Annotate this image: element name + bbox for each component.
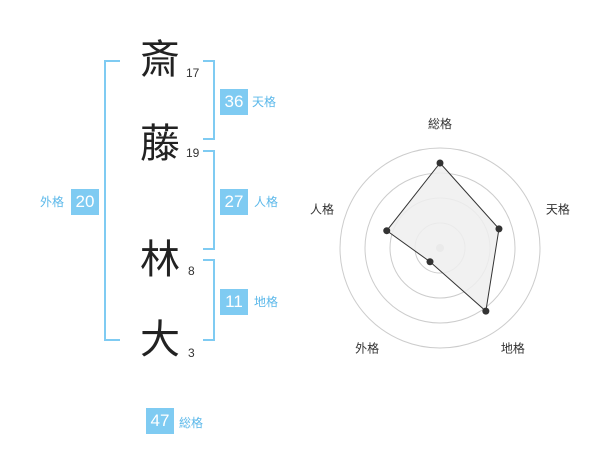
radar-ring-4 [339, 147, 541, 349]
radar-axis-label-4: 外格 [355, 340, 379, 355]
radar-series-area [386, 162, 500, 313]
stroke-count-4: 3 [188, 346, 195, 360]
radar-axis-label-1: 総格 [428, 116, 452, 131]
soukaku-value: 47 [146, 408, 174, 434]
tenkaku-bracket [203, 60, 215, 140]
gaikaku-value: 20 [71, 189, 99, 215]
tenkaku-label: 天格 [252, 95, 277, 109]
stroke-count-3: 8 [188, 264, 195, 278]
stroke-count-1: 17 [186, 66, 200, 80]
jinkaku-value: 27 [220, 189, 248, 215]
tenkaku-value: 36 [220, 89, 248, 115]
soukaku-label: 総格 [179, 416, 204, 430]
radar-axis-label-5: 人格 [310, 202, 334, 217]
name-char-1: 斎 [140, 37, 180, 83]
stroke-count-2: 19 [186, 146, 200, 160]
gaikaku-label: 外格 [40, 195, 65, 209]
jinkaku-label: 人格 [254, 195, 279, 209]
name-char-3: 林 [140, 237, 180, 283]
radar-axis-label-3: 地格 [501, 340, 525, 355]
radar-point-5 [383, 227, 391, 235]
radar-point-3 [482, 307, 490, 315]
jinkaku-bracket [203, 150, 215, 250]
radar-point-1 [436, 159, 444, 167]
chikaku-bracket [203, 259, 215, 341]
chikaku-label: 地格 [254, 295, 279, 309]
radar-point-4 [426, 258, 434, 266]
radar-point-2 [495, 225, 503, 233]
name-char-4: 大 [140, 317, 180, 363]
gaikaku-bracket [104, 60, 120, 341]
name-char-2: 藤 [140, 121, 180, 167]
chikaku-value: 11 [220, 289, 248, 315]
radar-axis-label-2: 天格 [546, 202, 570, 217]
